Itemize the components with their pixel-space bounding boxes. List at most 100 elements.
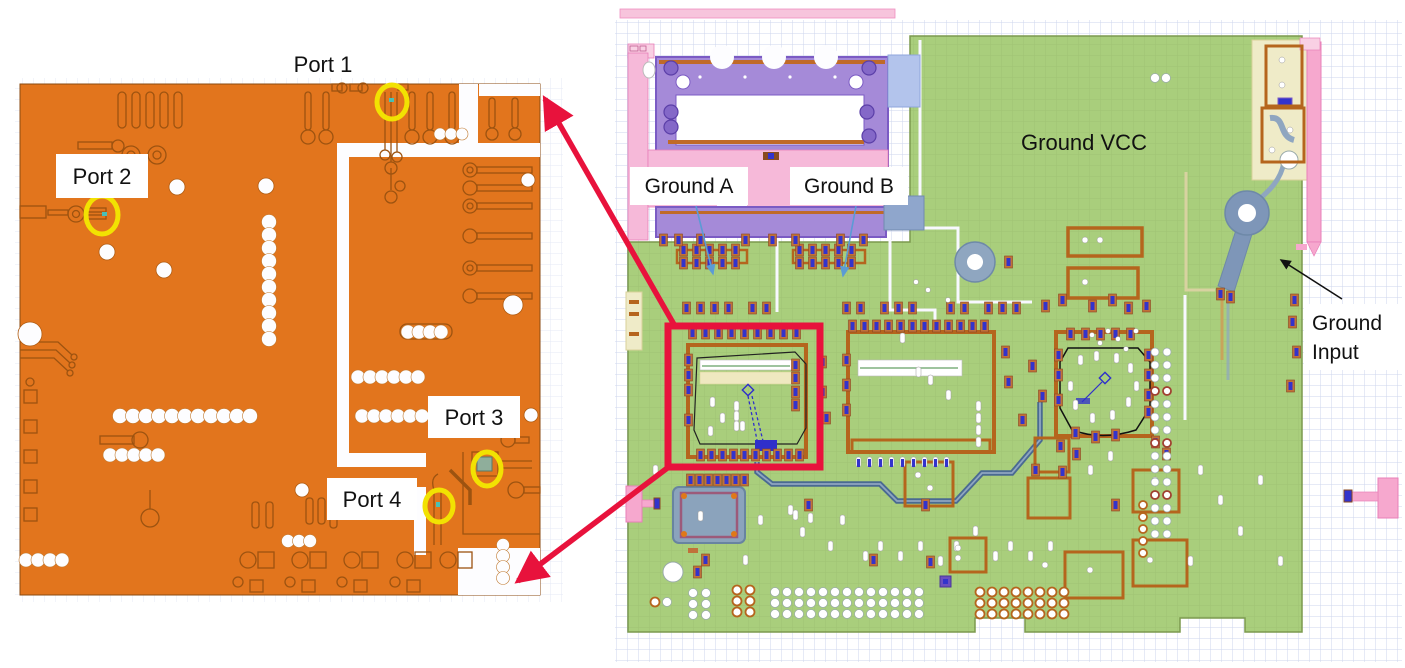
pcb-decoration [523,407,539,423]
pcb-decoration [684,304,689,312]
pcb-decoration [1217,494,1224,506]
pcb-decoration [926,484,934,492]
pcb-decoration [476,166,533,174]
pcb-decoration [1123,346,1129,352]
pcb-decoration [786,451,791,459]
pcb-decoration [954,554,962,562]
pcb-decoration [384,92,398,190]
pcb-decoration [662,561,684,583]
pcb-decoration [117,91,127,129]
pcb-decoration [842,598,852,608]
pcb-decoration [1150,386,1160,396]
pcb-decoration [879,459,882,467]
red-highlight-rect [664,322,824,471]
pcb-decoration [25,377,35,387]
pcb-decoration [806,587,816,597]
pcb-decoration [1058,586,1070,598]
pcb-decoration [698,236,703,244]
pcb-decoration [686,416,691,424]
svg-text:Port 4: Port 4 [343,487,402,512]
pcb-decoration [731,595,743,607]
pcb-decoration [937,555,944,567]
pcb-decoration [168,178,186,196]
pcb-decoration [520,172,536,188]
pcb-decoration [1126,304,1131,312]
pcb-decoration [830,587,840,597]
pcb-decoration [1046,586,1058,598]
pcb-decoration [414,551,432,569]
pcb-decoration [716,329,721,337]
pcb-decoration [1162,477,1172,487]
pcb-decoration [1033,436,1071,474]
pcb-decoration [914,598,924,608]
pcb-decoration [1138,524,1148,534]
pcb-decoration [1077,354,1084,366]
pcb-decoration [1007,540,1014,552]
pcb-decoration [1277,555,1284,567]
pcb-decoration [701,599,711,609]
pcb-decoration [928,558,933,566]
pcb-decoration [17,321,43,347]
right-edge-tab [1377,477,1399,519]
pcb-decoration [1218,290,1223,298]
pcb-decoration [1046,608,1058,620]
pcb-decoration [844,381,849,389]
pcb-decoration [724,476,729,484]
pcb-decoration [232,576,244,588]
pcb-decoration [818,609,828,619]
pcb-decoration [923,501,928,509]
pcb-decoration [1133,328,1139,334]
pcb-decoration [720,246,725,254]
pcb-decoration [974,586,986,598]
pcb-decoration [1022,586,1034,598]
pcb-decoration [794,609,804,619]
pcb-decoration [159,91,169,129]
pcb-decoration [448,468,472,505]
pcb-decoration [309,551,327,569]
pcb-decoration [844,356,849,364]
pcb-decoration [1150,425,1160,435]
pcb-decoration [1150,399,1160,409]
pcb-decoration [890,609,900,619]
copper-holes [17,127,539,585]
pcb-decoration [830,609,840,619]
pcb-decoration [1040,392,1045,400]
pcb-decoration [914,471,922,479]
pcb-decoration [1003,348,1008,356]
pcb-decoration [836,259,841,267]
pcb-decoration [1278,81,1286,89]
pcb-decoration [485,127,499,141]
pcb-decoration [249,579,264,593]
pcb-decoration [1081,278,1089,286]
pcb-decoration [686,386,691,394]
pcb-decoration [927,374,934,386]
pcb-decoration [1067,380,1074,392]
pcb-decoration [1006,258,1011,266]
pcb-decoration [68,361,76,369]
pcb-decoration [986,597,998,609]
pcb-decoration [1162,529,1172,539]
pcb-decoration [1060,468,1065,476]
pcb-decoration [1162,347,1172,357]
pcb-decoration [962,304,967,312]
left-zoom-panel: Port 1 Port 2 Port 3 Port 4 [15,52,563,602]
ground-input-label: Ground Input [1304,304,1402,370]
pcb-decoration [1125,396,1132,408]
pcb-decoration [818,598,828,608]
pcb-decoration [466,202,474,210]
pcb-decoration [794,587,804,597]
pcb-decoration [23,389,38,404]
pcb-decoration [842,587,852,597]
pcb-decoration [1138,548,1148,558]
pcb-decoration [742,329,747,337]
pcb-decoration [874,322,879,330]
port3-marker [470,449,504,489]
right-board-panel: Ground VCC Ground A Ground B Ground Inpu… [615,8,1402,662]
pcb-decoration [868,459,871,467]
port2-label: Port 2 [56,154,148,198]
pcb-decoration [974,608,986,620]
pcb-decoration [361,551,379,569]
pcb-decoration [379,149,391,161]
pcb-decoration [854,609,864,619]
pcb-decoration [986,586,998,598]
